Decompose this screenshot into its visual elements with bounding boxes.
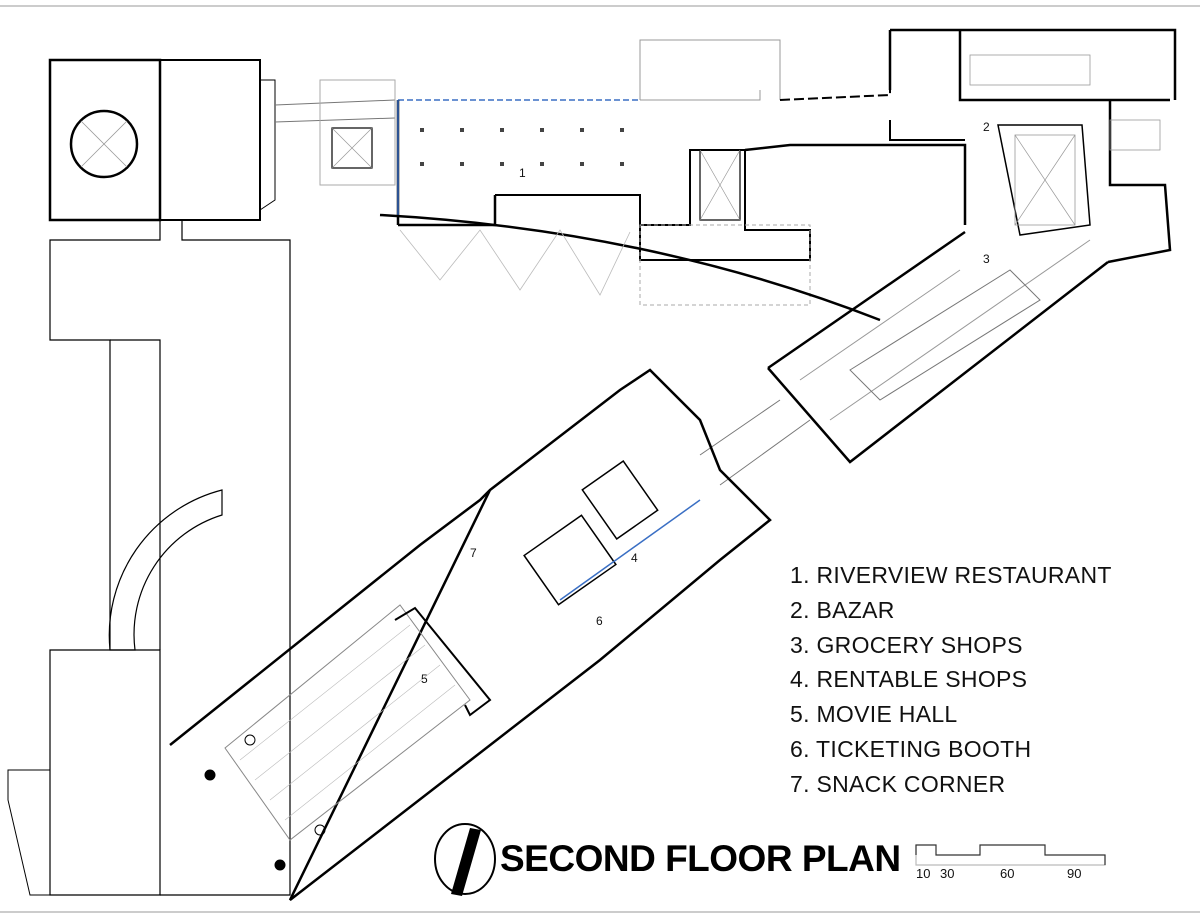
room-number-5: 5	[421, 672, 428, 686]
legend-item: 1. RIVERVIEW RESTAURANT	[790, 562, 1112, 588]
legend-item: 2. BAZAR	[790, 596, 895, 623]
bazar	[888, 28, 1177, 264]
legend: 1. RIVERVIEW RESTAURANT 2. BAZAR 3. GROC…	[790, 558, 1112, 802]
scale-bar	[915, 844, 1106, 866]
grocery-shops	[767, 230, 1109, 464]
riverview-restaurant	[319, 39, 967, 322]
legend-item: 7. SNACK CORNER	[790, 770, 1006, 797]
scale-label-10: 10	[916, 866, 931, 881]
north-arrow-icon	[434, 823, 496, 896]
legend-item: 5. MOVIE HALL	[790, 701, 958, 728]
legend-item: 4. RENTABLE SHOPS	[790, 666, 1028, 693]
scale-label-60: 60	[1000, 866, 1015, 881]
legend-item: 6. TICKETING BOOTH	[790, 735, 1032, 762]
room-number-1: 1	[519, 166, 526, 180]
lower-building	[169, 368, 772, 901]
scale-label-30: 30	[940, 866, 955, 881]
room-number-4: 4	[631, 551, 638, 565]
room-number-2: 2	[983, 120, 990, 134]
room-number-7: 7	[470, 546, 477, 560]
legend-item: 3. GROCERY SHOPS	[790, 631, 1023, 658]
room-number-3: 3	[983, 252, 990, 266]
plan-title: SECOND FLOOR PLAN	[500, 838, 901, 879]
room-number-6: 6	[596, 614, 603, 628]
connector-bridge	[699, 399, 811, 486]
scale-label-90: 90	[1067, 866, 1082, 881]
left-building	[7, 58, 396, 896]
